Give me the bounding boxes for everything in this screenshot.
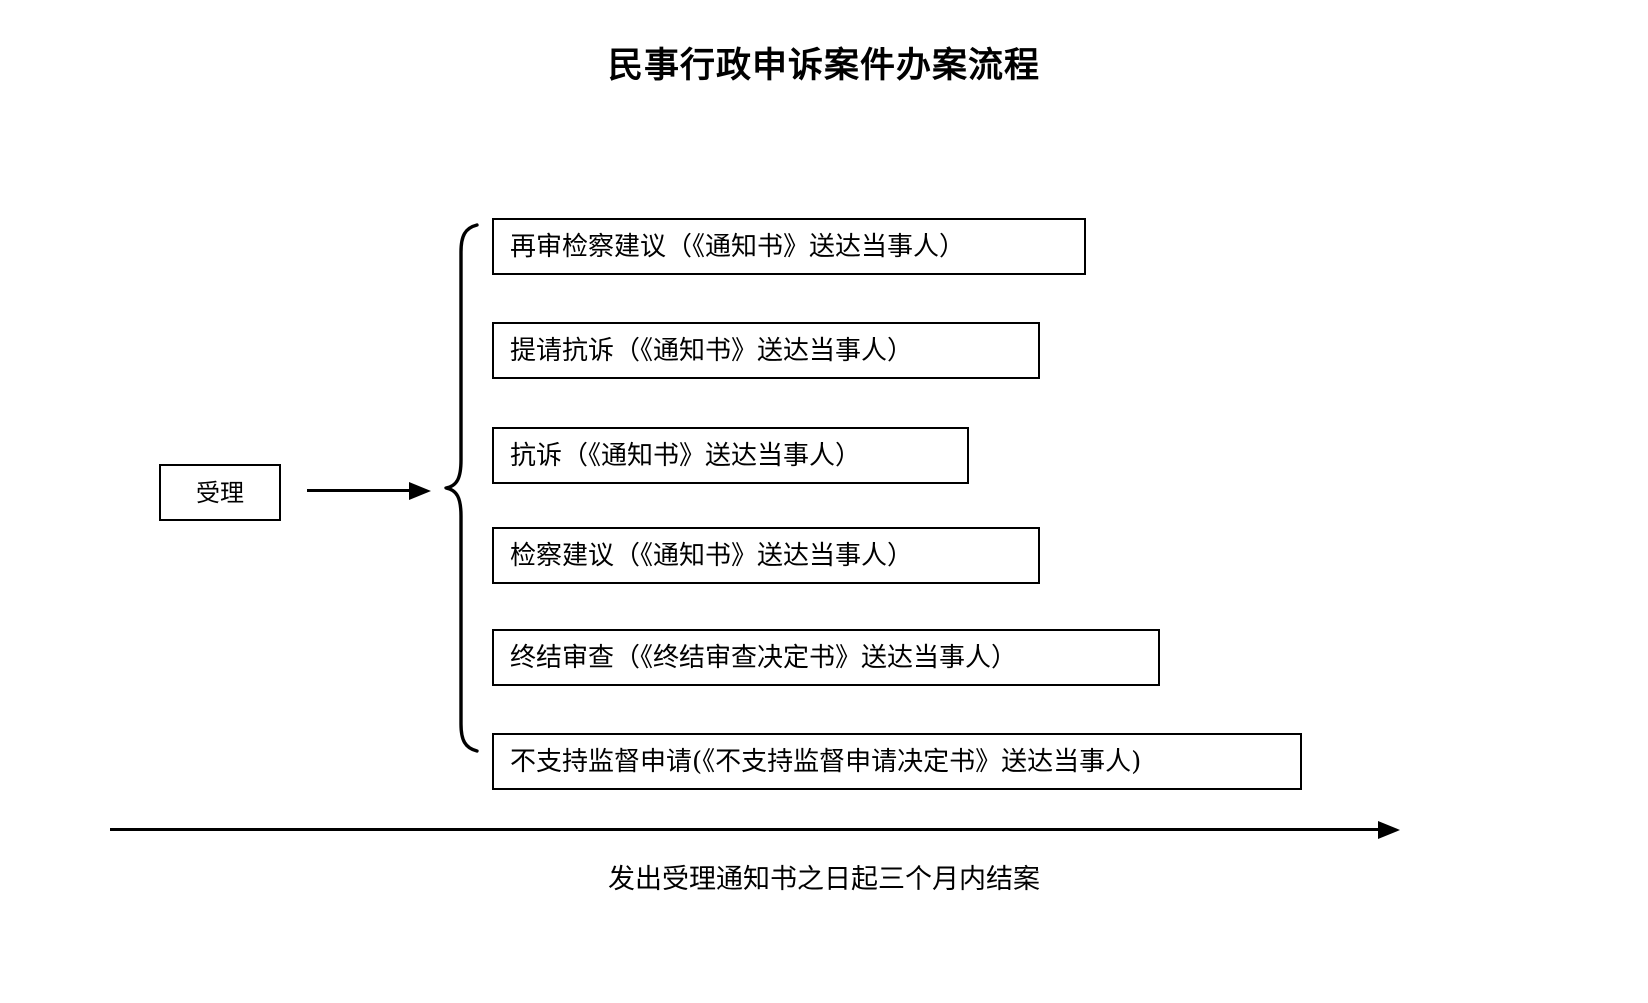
page-title: 民事行政申诉案件办案流程 [607,45,1040,86]
outcome-box-not-support-supervision-application[interactable]: 不支持监督申请(《不支持监督申请决定书》送达当事人) [492,733,1302,790]
outcome-label: 不支持监督申请(《不支持监督申请决定书》送达当事人) [510,746,1142,777]
outcomes-grouping-brace [443,222,483,754]
brace-icon [444,223,479,753]
timeline-caption: 发出受理通知书之日起三个月内结案 [608,864,1040,895]
arrow-accept-to-outcomes-head [409,482,431,500]
outcome-box-procuratorial-recommendation[interactable]: 检察建议（《通知书》送达当事人） [492,527,1040,584]
flow-node-accept-label: 受理 [196,478,244,507]
outcome-label: 提请抗诉（《通知书》送达当事人） [510,335,914,366]
outcome-box-request-protest[interactable]: 提请抗诉（《通知书》送达当事人） [492,322,1040,379]
flow-node-accept[interactable]: 受理 [159,464,281,521]
timeline-arrow-line [110,828,1382,831]
outcome-label: 再审检察建议（《通知书》送达当事人） [510,231,966,262]
outcome-label: 检察建议（《通知书》送达当事人） [510,540,914,571]
arrow-accept-to-outcomes-line [307,489,411,492]
outcome-box-terminate-review[interactable]: 终结审查（《终结审查决定书》送达当事人） [492,629,1160,686]
outcome-label: 终结审查（《终结审查决定书》送达当事人） [510,642,1018,673]
outcome-label: 抗诉（《通知书》送达当事人） [510,440,862,471]
outcome-box-protest[interactable]: 抗诉（《通知书》送达当事人） [492,427,969,484]
outcome-box-retrial-procuratorial-recommendation[interactable]: 再审检察建议（《通知书》送达当事人） [492,218,1086,275]
timeline-arrow-head [1378,821,1400,839]
